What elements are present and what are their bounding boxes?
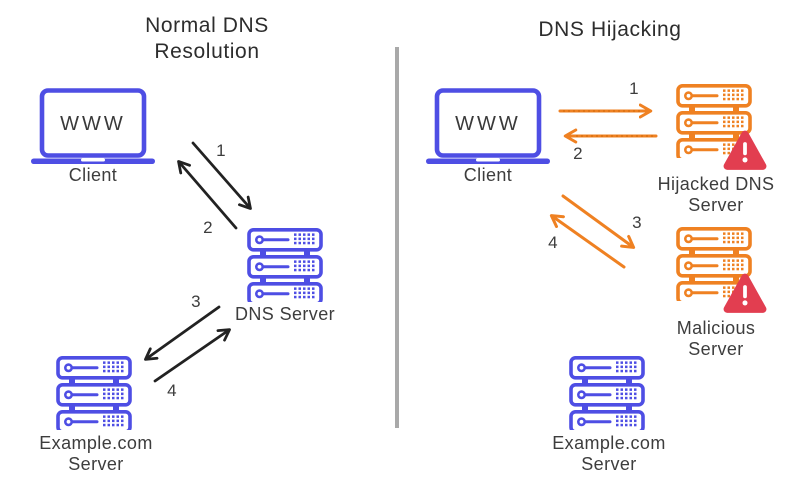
laptop-screen-text: WWW: [455, 113, 521, 135]
client-label-left: Client: [68, 165, 118, 185]
step-number-right-2: 2: [573, 144, 583, 163]
malicious-server-label-line2: Server: [688, 339, 744, 359]
hijacked-server-label-line1: Hijacked DNS: [657, 174, 775, 194]
server-rack-icon: [569, 356, 645, 430]
arrow-malicious-to-client: [549, 214, 626, 269]
step-number-left-4: 4: [167, 381, 177, 400]
example-server-label-right-line2: Server: [581, 454, 637, 474]
step-number-left-2: 2: [203, 218, 213, 237]
step-number-left-1: 1: [216, 141, 226, 160]
step-number-right-3: 3: [632, 213, 642, 232]
example-server-label-left: Example.com Server: [33, 433, 159, 475]
left-title-line2: Resolution: [154, 40, 260, 63]
step-number-right-1: 1: [629, 79, 639, 98]
warning-triangle-icon: [722, 128, 768, 172]
example-server-label-right-line1: Example.com: [552, 433, 666, 453]
step-number-left-3: 3: [191, 292, 201, 311]
left-panel-title: Normal DNS Resolution: [57, 13, 357, 65]
example-server-label-right: Example.com Server: [546, 433, 672, 475]
example-server-label-left-line1: Example.com: [39, 433, 153, 453]
arrow-redirect-to-malicious: [561, 194, 636, 249]
server-rack-icon: [56, 356, 132, 430]
malicious-server-label-line1: Malicious: [676, 318, 756, 338]
panel-divider: [395, 47, 399, 428]
left-title-line1: Normal DNS: [145, 14, 269, 37]
step-number-right-4: 4: [548, 233, 558, 252]
warning-triangle-icon: [722, 271, 768, 315]
malicious-server-label: Malicious Server: [656, 318, 776, 360]
arrow-response-to-dns: [153, 328, 231, 383]
example-server-label-left-line2: Server: [68, 454, 124, 474]
dns-server-label: DNS Server: [234, 304, 336, 324]
arrow-query-to-example: [144, 305, 221, 361]
hijacked-server-label-line2: Server: [688, 195, 744, 215]
client-label-right: Client: [463, 165, 513, 185]
right-panel-title: DNS Hijacking: [538, 18, 682, 41]
hijacked-server-label: Hijacked DNS Server: [650, 174, 782, 216]
laptop-screen-text: WWW: [60, 113, 126, 135]
server-rack-icon: [247, 228, 323, 302]
